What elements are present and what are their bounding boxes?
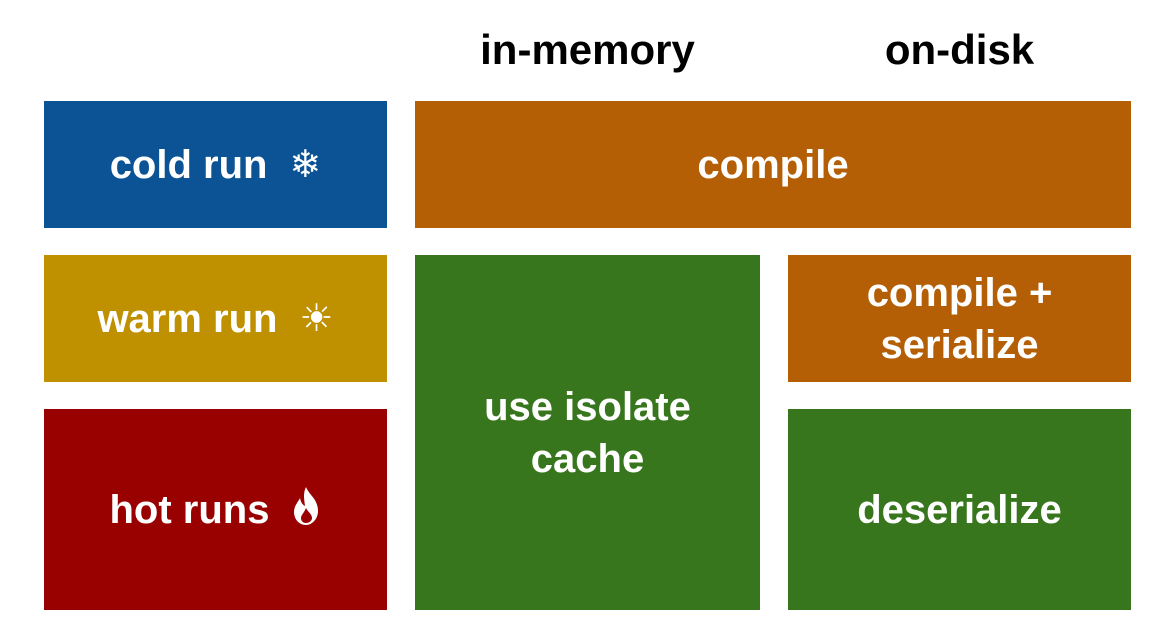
fire-icon — [291, 486, 321, 533]
column-header-in-memory: in-memory — [480, 26, 695, 73]
column-header-on-disk: on-disk — [884, 26, 1035, 73]
cell-compile-serialize: compile + serialize — [788, 255, 1131, 382]
row-warm-run-label: warm run — [97, 296, 278, 341]
cell-use-isolate-cache-label: use isolate cache — [484, 384, 691, 481]
cell-use-isolate-cache: use isolate cache — [415, 255, 760, 610]
cell-compile-label: compile — [697, 142, 849, 187]
snowflake-icon: ❄ — [289, 143, 322, 186]
cell-deserialize-label: deserialize — [857, 487, 1062, 532]
row-hot-runs-label: hot runs — [109, 487, 270, 532]
row-cold-run: cold run ❄ — [44, 101, 387, 228]
row-hot-runs: hot runs — [44, 409, 387, 610]
fire-icon-svg — [294, 487, 319, 525]
row-cold-run-label: cold run — [109, 142, 268, 187]
cell-compile: compile — [415, 101, 1131, 228]
row-warm-run: warm run ☀ — [44, 255, 387, 382]
cell-deserialize: deserialize — [788, 409, 1131, 610]
sun-icon: ☀ — [299, 297, 334, 340]
cell-compile-serialize-label: compile + serialize — [866, 270, 1053, 367]
